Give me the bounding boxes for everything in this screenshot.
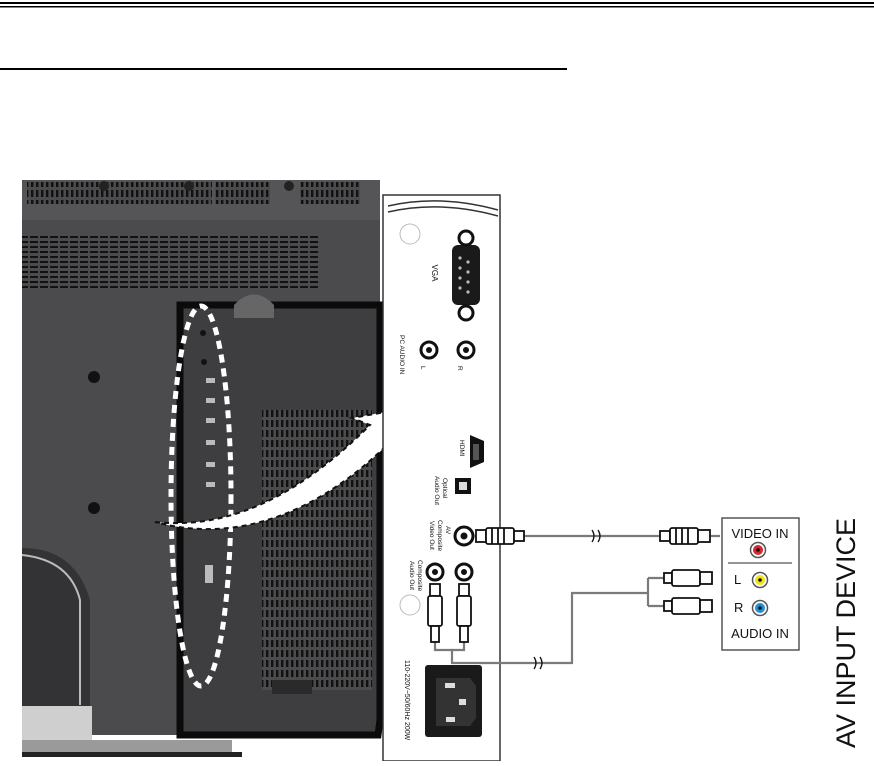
power-socket [425,665,482,737]
optical-audio-out-label: Audio Out [433,476,440,505]
av-input-device: VIDEO IN L R AUDIO IN [721,517,800,651]
audio-cable-left [433,591,648,665]
highlight-ellipse [168,303,234,689]
optical-port [455,478,471,494]
tv-back [21,180,384,757]
l-label: L [734,572,741,587]
panel-screw [399,223,421,245]
optical-label: Optical [441,478,448,499]
vga-label: VGA [430,265,439,283]
composite-video-out-label-2: Video Out [428,521,435,550]
panel-screw [399,594,421,616]
audio-in-label: AUDIO IN [731,626,789,641]
composite-video-out-label-1: Composite [436,520,443,551]
pc-audio-in-jacks [419,340,476,360]
av-label: AV [444,526,451,535]
top-vent [27,182,212,204]
mount-hole [88,502,100,514]
composite-audio-out-label-2: Audio Out [408,561,415,590]
pc-audio-r-label: R [456,366,463,371]
video-in-label: VIDEO IN [731,526,788,541]
pc-audio-in-label: PC AUDIO IN [398,335,405,375]
header-rules [0,2,874,70]
mount-hole [88,371,100,383]
vga-port [452,229,480,322]
av-cables [427,527,720,670]
hdmi-port [470,435,484,468]
device-title: AV INPUT DEVICE [831,518,861,748]
audio-plugs-panel [427,583,472,643]
upper-grill [22,236,320,291]
composite-audio-out-jacks [425,562,474,582]
composite-video-out-jack [453,525,475,547]
pc-audio-l-label: L [419,366,426,370]
connector-panel: VGA PC AUDIO IN L R HDMI Optical Audio O… [382,194,501,762]
audio-plugs-device [663,569,713,615]
video-plug-device [659,527,711,545]
composite-audio-out-label-1: Composite [416,560,423,591]
video-plug-panel [475,527,525,545]
power-rating-label: 110-220V~50/60Hz 200W [403,660,410,741]
r-label: R [734,600,743,615]
hdmi-label: HDMI [458,440,465,457]
